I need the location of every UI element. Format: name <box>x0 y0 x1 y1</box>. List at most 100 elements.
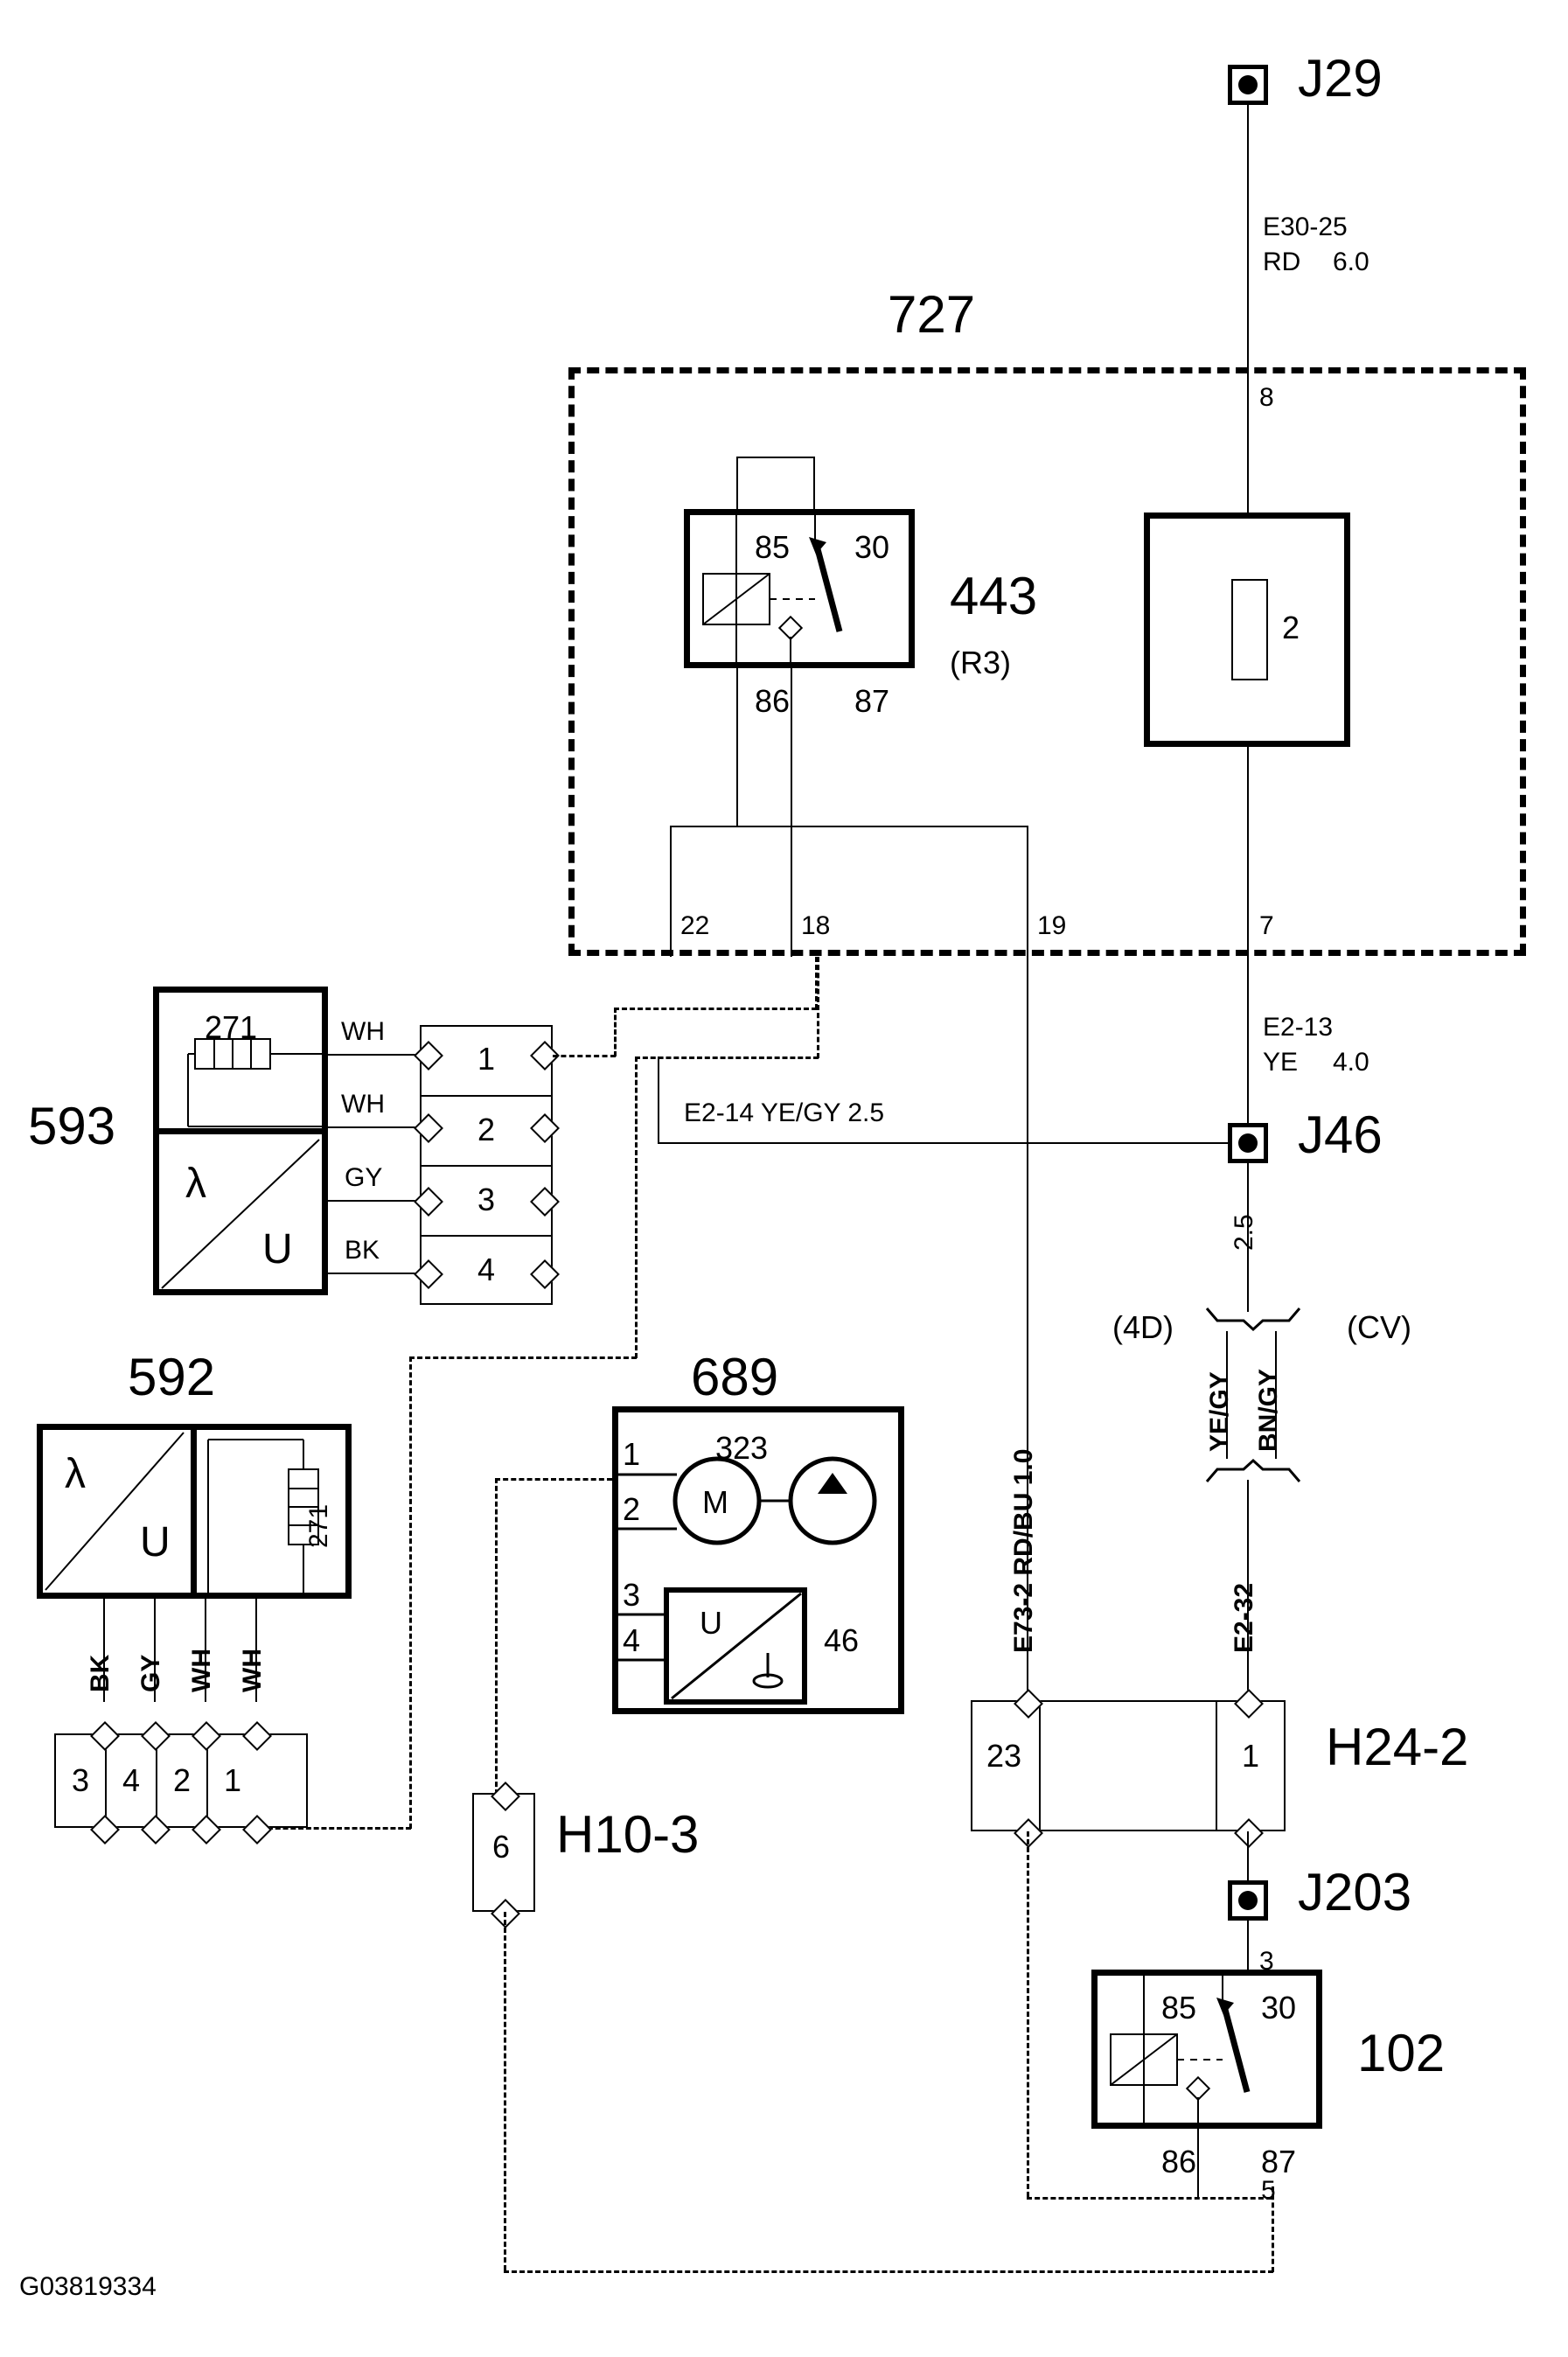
wire-e2-14-label: E2-14 YE/GY 2.5 <box>684 1098 885 1127</box>
connector-h24-2-sep-right <box>1216 1700 1217 1831</box>
terminal-j46[interactable] <box>1228 1123 1268 1163</box>
dashed-592-horiz <box>409 1356 637 1359</box>
wire-593-color-2: WH <box>341 1090 385 1119</box>
sensor-593-divider <box>153 1128 328 1134</box>
connector-h10-3-pin: 6 <box>492 1829 511 1865</box>
relay-102[interactable] <box>1091 1970 1322 2129</box>
connector-592-sep-2 <box>156 1733 157 1828</box>
splice-brace-top <box>1205 1308 1301 1332</box>
enclosure-terminal-8-label: 8 <box>1259 383 1274 412</box>
sensor-592-id: 592 <box>128 1348 216 1406</box>
wire-592-pin1 <box>255 1599 257 1702</box>
module-689-pin-4: 4 <box>623 1622 641 1658</box>
dashed-h24-pin23-to-87 <box>1027 2197 1272 2200</box>
dashed-bottom-run <box>504 2270 1273 2273</box>
wire-592-color-3: WH <box>187 1649 216 1692</box>
terminal-j203[interactable] <box>1228 1880 1268 1921</box>
wire-e73-2-trunk <box>1027 957 1028 1700</box>
enclosure-terminal-18-label: 18 <box>801 911 831 940</box>
connector-h24-2[interactable] <box>971 1700 1286 1831</box>
dashed-593-pin1-out <box>553 1055 616 1057</box>
wire-443-86-down <box>736 668 738 827</box>
relay-443-pin-30: 30 <box>854 529 890 565</box>
wire-e30-25-color: RD <box>1263 248 1301 276</box>
wire-593-pin3 <box>328 1200 420 1202</box>
terminal-dot <box>1238 75 1258 94</box>
module-689-sensor-label: 46 <box>824 1622 860 1658</box>
connector-h24-2-pin-1: 1 <box>1242 1738 1260 1774</box>
dashed-h24-pin23-down <box>1027 1831 1029 2197</box>
connector-593-sep-1 <box>420 1095 553 1097</box>
dashed-593-pin1-up <box>614 1008 617 1056</box>
connector-593-pin-1: 1 <box>477 1041 496 1077</box>
relay-102-pin-86: 86 <box>1161 2144 1197 2179</box>
relay-443-pin-86: 86 <box>755 683 791 719</box>
wire-e73-2-label: E73-2 RD/BU 1.0 <box>1009 1448 1038 1653</box>
relay-443-sub: (R3) <box>950 645 1011 680</box>
wire-e2-13-gauge: 4.0 <box>1333 1048 1369 1077</box>
dashed-689-pin3-down <box>495 1478 498 1795</box>
sensor-593-heater-id: 271 <box>205 1009 258 1045</box>
wire-593-color-1: WH <box>341 1017 385 1046</box>
terminal-dot <box>1238 1891 1258 1910</box>
dashed-to-pin22-horiz <box>635 1056 819 1059</box>
wire-e2-32-down <box>1247 1480 1249 1700</box>
relay-443[interactable] <box>684 509 915 668</box>
wire-to-pin-19 <box>736 826 1028 827</box>
splice-color-right: BN/GY <box>1254 1368 1283 1452</box>
wire-pin-22-down <box>670 826 672 957</box>
wire-e2-13-color: YE <box>1263 1048 1299 1077</box>
fuse-number: 2 <box>1282 610 1300 645</box>
wire-j203-down <box>1247 1921 1249 2017</box>
connector-593-pin-3: 3 <box>477 1182 496 1217</box>
relay-443-pin-87: 87 <box>854 683 890 719</box>
module-689-pin-3: 3 <box>623 1577 641 1613</box>
connector-593-sep-3 <box>420 1235 553 1237</box>
wire-443-30-down <box>813 457 815 511</box>
relay-102-ext-bottom-pin: 5 <box>1261 2176 1276 2205</box>
relay-443-internals <box>702 509 843 668</box>
wire-e2-14-run <box>658 1142 1237 1144</box>
relay-102-pin-87: 87 <box>1261 2144 1297 2179</box>
wire-593-pin1 <box>328 1054 420 1056</box>
connector-593-sep-2 <box>420 1165 553 1167</box>
fuse-element <box>1231 579 1268 680</box>
dashed-h10-3-down <box>504 1912 506 2270</box>
connector-592-pin-3: 3 <box>72 1762 90 1798</box>
dashed-592-down <box>409 1356 412 1829</box>
wire-e2-32-label: E2-32 <box>1230 1582 1258 1653</box>
module-689-internals <box>612 1456 877 1705</box>
terminal-j29[interactable] <box>1228 65 1268 105</box>
module-689-sensor-unit: U <box>700 1605 722 1641</box>
connector-592-sep-3 <box>206 1733 208 1828</box>
connector-592[interactable] <box>54 1733 308 1828</box>
module-689-pin-2: 2 <box>623 1491 641 1527</box>
wire-e2-14-riser <box>658 1056 659 1144</box>
module-689-motor-symbol: M <box>702 1484 728 1520</box>
wire-443-86-across <box>670 826 738 827</box>
wire-593-pin2 <box>328 1126 420 1128</box>
wire-h24-to-j203 <box>1247 1831 1249 1901</box>
connector-592-pin-2: 2 <box>173 1762 192 1798</box>
relay-443-id: 443 <box>950 567 1038 625</box>
enclosure-727 <box>568 367 1526 956</box>
dashed-592-pin1 <box>268 1827 411 1830</box>
dashed-689-pin3-in <box>495 1478 612 1481</box>
splice-brace-bottom <box>1205 1458 1301 1482</box>
sensor-593-internals <box>161 1038 328 1289</box>
sensor-593-unit-symbol: U <box>262 1226 293 1273</box>
connector-h24-2-pin-23: 23 <box>986 1738 1022 1774</box>
wire-j46-down <box>1247 1163 1249 1312</box>
enclosure-terminal-7-label: 7 <box>1259 911 1274 940</box>
wire-593-color-4: BK <box>345 1236 380 1265</box>
wire-gauge-2-5: 2.5 <box>1230 1214 1258 1251</box>
sensor-593-body[interactable] <box>153 987 328 1295</box>
splice-left-rail <box>1226 1331 1228 1459</box>
wire-592-pin4 <box>154 1599 156 1702</box>
module-689-body[interactable] <box>612 1406 904 1714</box>
terminal-j203-label: J203 <box>1298 1863 1412 1921</box>
module-689-pin-1: 1 <box>623 1436 641 1472</box>
relay-102-pin-30: 30 <box>1261 1990 1297 2026</box>
module-689-motor-label: 323 <box>715 1430 769 1466</box>
connector-592-pin-4: 4 <box>122 1762 141 1798</box>
